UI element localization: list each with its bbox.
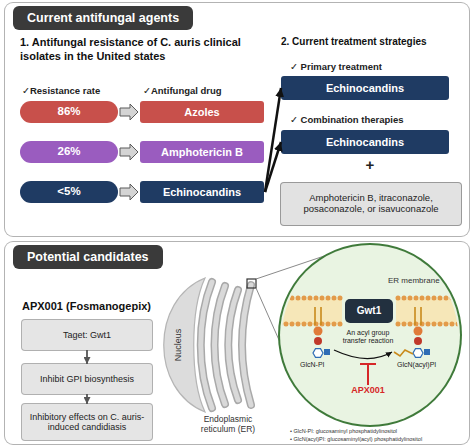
process-box: Taget: Gwt1 <box>22 320 152 350</box>
lipid-heads <box>398 296 462 301</box>
membrane-label: ER membrane <box>388 276 440 285</box>
bilayer-core <box>396 299 462 324</box>
section-heading: 2. Current treatment strategies <box>281 36 427 47</box>
lipid-bilayer <box>278 298 462 324</box>
node-text: Echinocandins <box>326 136 404 149</box>
drug-name: APX001 (Fosmanogepix) <box>22 300 151 312</box>
section-panel: Current antifungal agents 86% Azoles 26% Amp… <box>5 3 469 236</box>
process-box: Inhibitory effects on C. auris-induced c… <box>22 404 152 440</box>
node-text: 86% <box>57 105 80 118</box>
panel-header: Potential candidates <box>13 245 163 269</box>
er-band <box>201 282 212 408</box>
node-text: Gwt1 <box>357 305 381 317</box>
er-band-outline <box>228 290 238 400</box>
nucleus-label: Nucleus <box>172 325 184 365</box>
rate-pill: <5% <box>20 181 118 203</box>
glcn-acyl-pi-molecule <box>394 307 430 357</box>
rate-pill: 26% <box>20 141 118 163</box>
subheading: ✓ Primary treatment <box>290 61 382 72</box>
panel-header: Current antifungal agents <box>13 6 193 30</box>
er-band <box>228 290 238 400</box>
footnote: • GlcN(acyl)PI: glucosaminyl(acyl) phosp… <box>290 436 422 443</box>
inhibition-line <box>360 364 376 385</box>
section-panel: Potential candidatesTaget: Gwt1Inhibit G… <box>5 242 469 444</box>
er-band-outline <box>201 282 212 408</box>
column-header: ✓Antifungal drug <box>143 85 222 96</box>
inositol-ring <box>313 349 323 358</box>
lipid-heads <box>280 296 342 301</box>
phosphate-group <box>314 337 322 345</box>
er-bands <box>201 282 251 408</box>
subheading: ✓ Combination therapies <box>290 114 404 125</box>
er-band-outline <box>215 286 226 404</box>
lipid-heads <box>280 322 342 327</box>
node-text: Inhibitory effects on C. auris-induced c… <box>27 412 147 433</box>
nucleus-shape <box>164 278 205 412</box>
organelle-label: Endoplasmic reticulum (ER) <box>186 414 270 434</box>
phosphate-group <box>414 337 422 345</box>
connector-arrow <box>265 142 281 192</box>
reaction-arrow <box>334 350 392 359</box>
enzyme-box: Gwt1 <box>345 299 393 323</box>
drug-box: Azoles <box>140 101 264 123</box>
node-text: Echinocandins <box>326 82 404 95</box>
lipid-tail <box>415 307 421 325</box>
section-heading: 1. Antifungal resistance of C. auris cli… <box>20 35 275 63</box>
process-box: Inhibit GPI biosynthesis <box>22 364 152 394</box>
acyl-chain <box>394 350 413 356</box>
inositol-ring <box>413 349 423 358</box>
rate-pill: 86% <box>20 101 118 123</box>
column-header: ✓Resistance rate <box>22 85 100 96</box>
node-text: Azoles <box>184 106 219 119</box>
node-text: 26% <box>57 145 80 158</box>
node-text: Amphotericin B, itraconazole, posaconazo… <box>287 193 455 215</box>
connector-arrow <box>86 350 88 364</box>
block-arrow <box>120 104 138 120</box>
glucosamine-square <box>324 349 330 355</box>
block-arrow <box>120 144 138 160</box>
lipid-tail <box>315 307 321 325</box>
plus-sign: + <box>355 156 385 174</box>
drug-box: Echinocandins <box>140 181 264 203</box>
zoom-circle: ER membraneGwt1 <box>280 245 460 425</box>
drug-box: Amphotericin B <box>140 141 264 163</box>
er-band <box>215 286 226 404</box>
glcn-pi-molecule <box>313 307 330 357</box>
glucosamine-square <box>424 349 430 355</box>
node-text: Taget: Gwt1 <box>63 330 111 340</box>
bilayer-core <box>278 299 342 324</box>
combination-box: Amphotericin B, itraconazole, posaconazo… <box>281 183 461 225</box>
block-arrow <box>120 184 138 200</box>
node-text: Inhibit GPI biosynthesis <box>40 374 134 384</box>
glycerol-group <box>414 327 423 336</box>
connector-arrow <box>265 88 281 192</box>
lipid-heads <box>398 322 462 327</box>
node-text: <5% <box>57 185 80 198</box>
node-text: Echinocandins <box>163 186 241 199</box>
zoom-marker <box>247 279 256 288</box>
er-band <box>242 285 251 405</box>
er-band-outline <box>242 285 251 405</box>
treatment-box: Echinocandins <box>281 76 449 100</box>
glycerol-group <box>314 327 323 336</box>
footnote: • GlcN-PI: glucosaminyl phosphatidylinos… <box>290 428 397 435</box>
connector-arrow <box>86 394 88 404</box>
node-text: Amphotericin B <box>161 146 243 159</box>
treatment-box: Echinocandins <box>281 130 449 154</box>
